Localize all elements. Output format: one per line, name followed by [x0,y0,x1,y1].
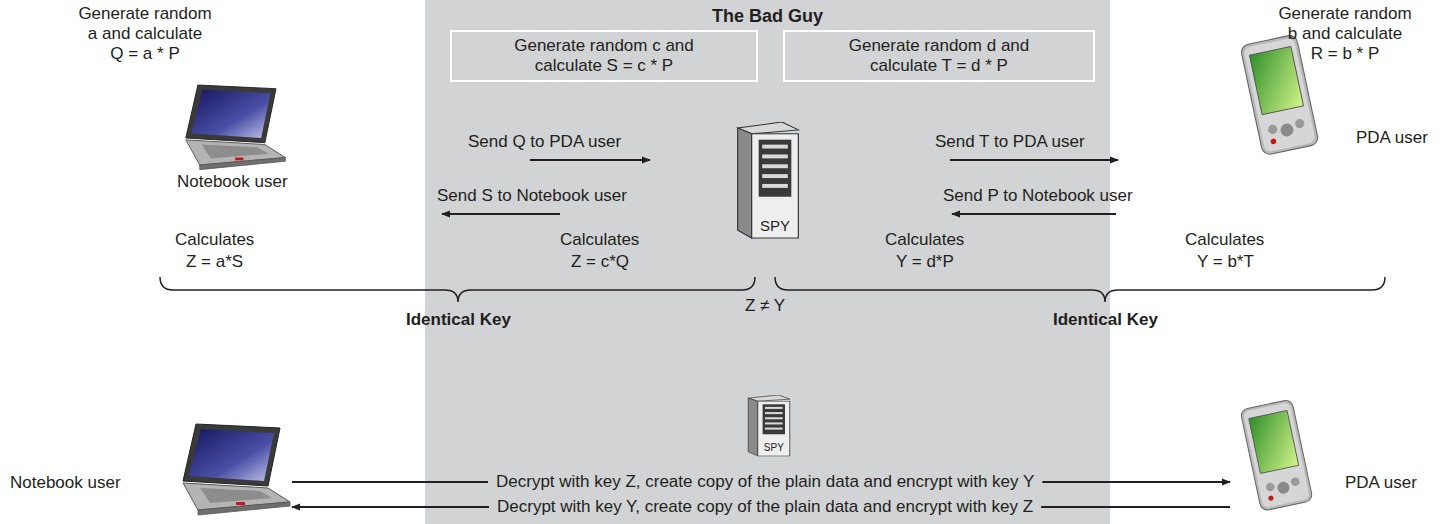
zone-title: The Bad Guy [425,0,1110,27]
diagram-label: Generate random b and calculate R = b * … [1274,4,1416,64]
spy-server: SPY [745,395,793,457]
diagram-label: Send S to Notebook user [437,186,627,206]
diagram-label: Y = b*T [1197,252,1254,272]
notebook-icon [183,424,290,515]
drive-slot [765,407,783,409]
pda-device [1240,399,1313,511]
key-note: Identical Key [406,310,511,330]
process-box: Generate random c and calculate S = c * … [450,30,758,82]
drive-slot [762,184,788,188]
diagram-label: Decrypt with key Y, create copy of the p… [497,497,1033,517]
message-arrow [950,159,1118,161]
notebook-icon [186,85,286,170]
message-arrow [952,213,1116,215]
drive-slot [762,164,788,168]
server-panel [759,140,792,197]
drive-slot [762,174,788,178]
relay-arrow [1042,481,1230,483]
diagram-label: Calculates [560,230,639,250]
diagram-label: PDA user [1356,128,1428,148]
server-front [752,134,799,238]
box-text: Generate random d and calculate T = d * … [822,36,1057,76]
diagram-label: Decrypt with key Z, create copy of the p… [496,472,1034,492]
diagram-label: Z = a*S [186,252,243,272]
server-label: SPY [752,217,799,234]
diagram-label: Send P to Notebook user [943,186,1133,206]
message-arrow [530,159,650,161]
diagram-label: Z ≠ Y [745,296,785,316]
curly-brace [775,277,1385,302]
drive-slot [765,412,783,414]
diagram-label: Notebook user [177,172,288,192]
pda-device [1240,34,1319,156]
box-text: Generate random c and calculate S = c * … [487,36,722,76]
process-box: Generate random d and calculate T = d * … [783,30,1095,82]
diagram-label: Calculates [885,230,964,250]
server-panel [763,404,785,434]
server-side [748,398,758,456]
key-note: Identical Key [1053,310,1158,330]
drive-slot [762,154,788,158]
message-arrow [442,213,560,215]
diagram-label: Calculates [1185,230,1264,250]
spy-server: SPY [733,122,803,240]
attacker-zone: The Bad GuyGenerate random c and calcula… [425,0,1110,524]
relay-arrow [292,481,488,483]
drive-slot [765,428,783,430]
diagram-label: Send Q to PDA user [468,132,621,152]
server-front [758,401,790,456]
server-side [738,128,752,238]
drive-slot [762,145,788,149]
relay-arrow [1041,506,1230,508]
server-label: SPY [758,442,790,454]
diagram-label: Generate random a and calculate Q = a * … [74,4,216,64]
diagram-label: Calculates [175,230,254,250]
curly-brace [160,277,755,302]
diagram-label: Z = c*Q [571,252,629,272]
drive-slot [765,417,783,419]
diagram-label: Send T to PDA user [935,132,1085,152]
drive-slot [765,422,783,424]
diagram-label: Notebook user [10,473,121,493]
diagram-label: PDA user [1345,473,1417,493]
relay-arrow [292,506,489,508]
diagram-label: Y = d*P [896,252,954,272]
